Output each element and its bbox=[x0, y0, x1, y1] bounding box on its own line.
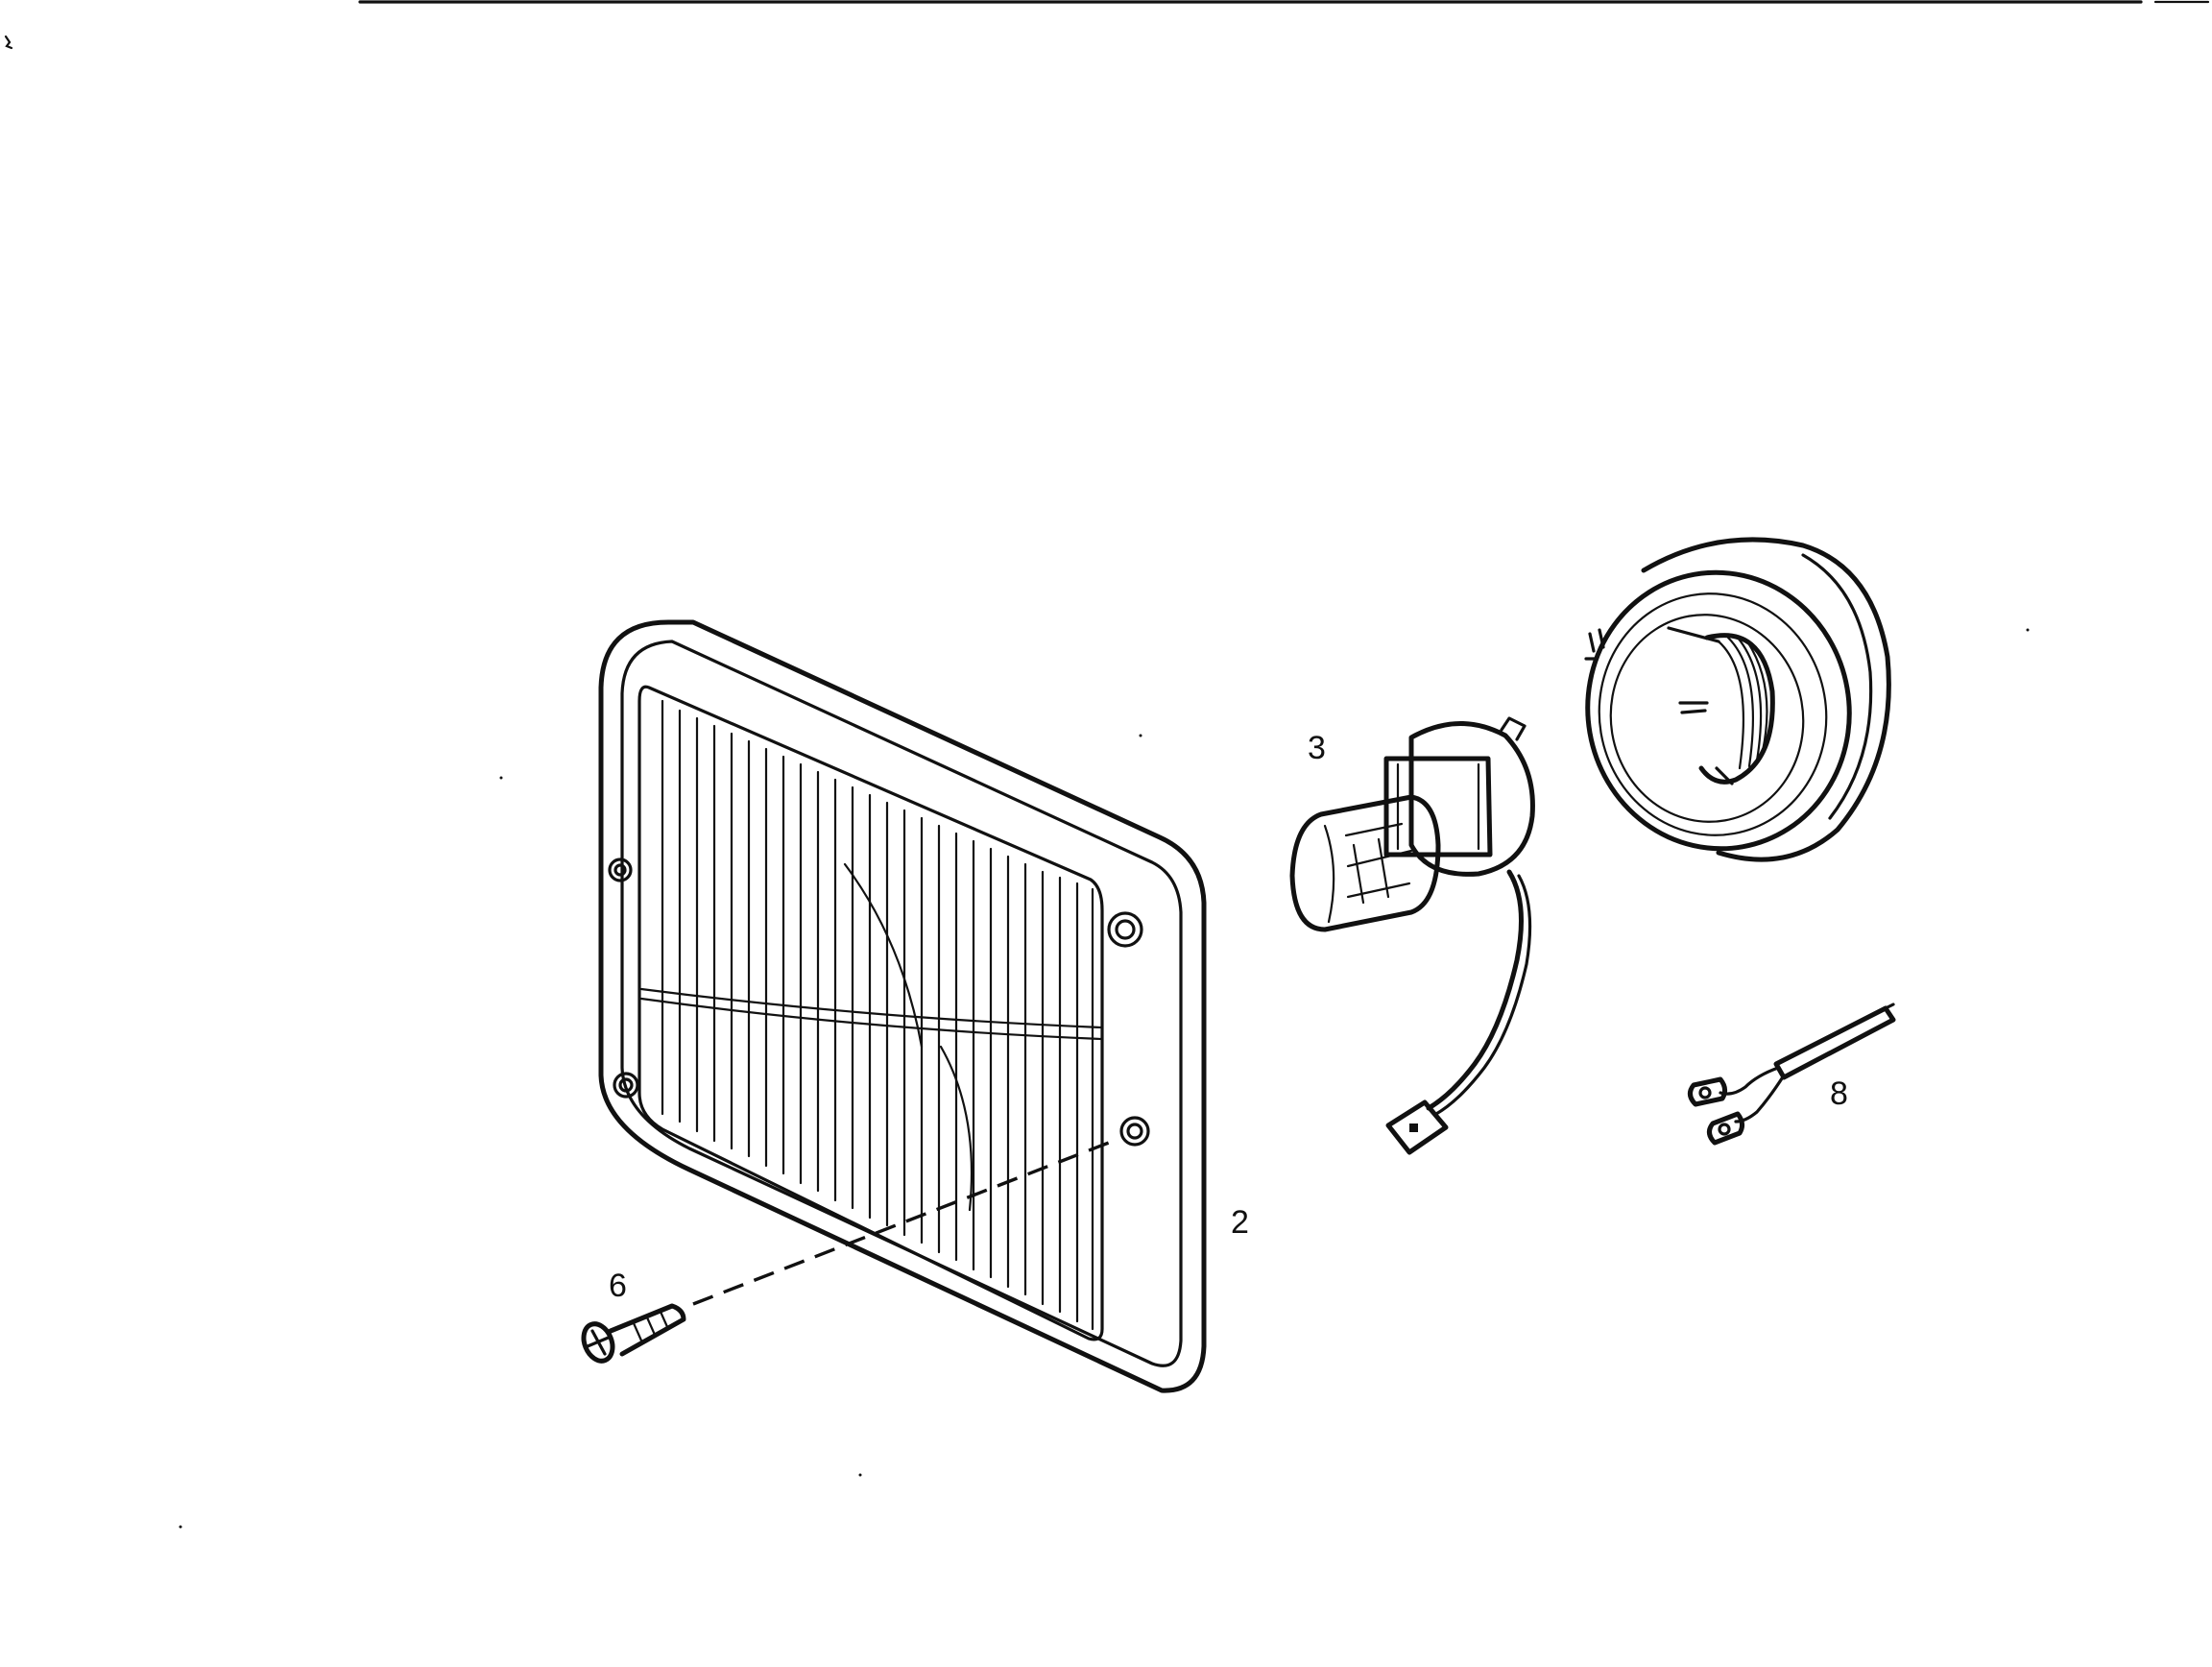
screw-leader-line bbox=[692, 1139, 1115, 1306]
headlamp-part bbox=[598, 619, 1207, 1393]
lens-ribs bbox=[661, 699, 1094, 1331]
screw-part bbox=[581, 1303, 686, 1364]
mounting-holes bbox=[608, 858, 1150, 1147]
top-border bbox=[4, 0, 2210, 50]
callout-screw: 6 bbox=[609, 1268, 627, 1304]
callout-wire-lead: 8 bbox=[1830, 1075, 1848, 1112]
bulb-holder-part bbox=[1584, 537, 1891, 862]
callout-headlamp: 2 bbox=[1231, 1204, 1249, 1241]
scan-specks bbox=[179, 628, 2030, 1529]
bulb-part bbox=[1289, 716, 1535, 1155]
wire-lead-part bbox=[1688, 1003, 1896, 1146]
callout-bulb: 3 bbox=[1308, 730, 1326, 766]
